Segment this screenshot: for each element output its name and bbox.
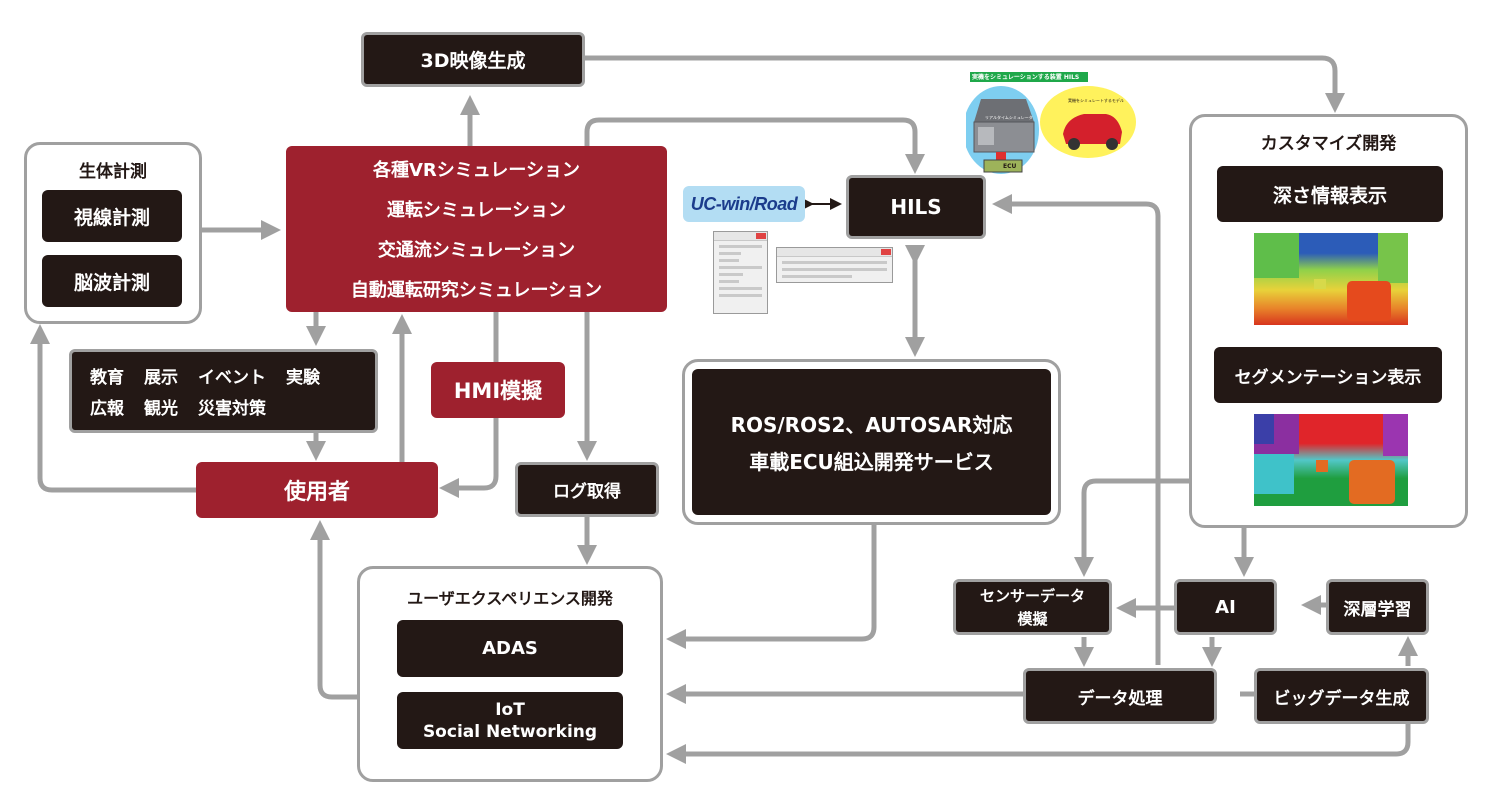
app-disaster: 災害対策: [198, 399, 266, 419]
arrow-custom-to-sensor: [1074, 478, 1189, 577]
arrow-ecu-to-ux: [666, 525, 877, 649]
arrow-dp-to-hils: [992, 194, 1161, 665]
node-deep-learning[interactable]: 深層学習: [1326, 579, 1429, 635]
arrow-3d-to-custom: [585, 55, 1345, 113]
segmentation-image: [1254, 414, 1408, 506]
node-hils-label: HILS: [890, 195, 942, 219]
arrow-bd-to-ux: [666, 723, 1411, 764]
ecu-line-2: 車載ECU組込開発サービス: [749, 450, 994, 474]
app-tourism: 観光: [144, 399, 178, 419]
ecu-line-1: ROS/ROS2、AUTOSAR対応: [730, 413, 1013, 437]
node-iot[interactable]: IoT Social Networking: [397, 692, 623, 749]
arrow-hmi-to-user: [439, 312, 499, 498]
node-hmi[interactable]: HMI模擬: [431, 362, 565, 418]
uc-win-road-logo-text: UC-win/Road: [690, 193, 798, 214]
node-log-label: ログ取得: [553, 482, 621, 502]
hils-banner: [970, 72, 1088, 82]
settings-dialog-screenshot: [713, 231, 768, 314]
simulator-top: [974, 99, 1034, 122]
node-log[interactable]: ログ取得: [515, 462, 659, 517]
node-3d-video[interactable]: 3D映像生成: [361, 32, 585, 87]
hils-illustration: [966, 72, 1136, 174]
arrow-ux-to-user: [310, 520, 357, 700]
depth-image: [1254, 233, 1408, 325]
node-ai[interactable]: AI: [1174, 579, 1277, 635]
vr-line-1: 各種VRシミュレーション: [372, 160, 581, 181]
red-double-arrow-icon: [996, 152, 1006, 160]
arrow-vr-to-hils: [584, 117, 925, 174]
node-gaze-measurement-label: 視線計測: [73, 206, 150, 229]
node-adas-label: ADAS: [482, 638, 538, 659]
simulator-label: リアルタイムシミュレータ: [985, 115, 1033, 120]
node-hmi-label: HMI模擬: [453, 379, 543, 403]
node-depth-label: 深さ情報表示: [1272, 184, 1387, 207]
sensor-line-2: 模擬: [1017, 610, 1048, 628]
node-sensor-data[interactable]: センサーデータ 模擬: [953, 579, 1112, 635]
node-hils[interactable]: HILS: [846, 175, 986, 239]
node-user-label: 使用者: [283, 480, 350, 505]
node-segmentation-label: セグメンテーション表示: [1234, 367, 1422, 388]
app-experiment: 実験: [286, 368, 320, 388]
node-depth-display[interactable]: 深さ情報表示: [1217, 166, 1443, 222]
node-brainwave-measurement-label: 脳波計測: [73, 271, 150, 294]
group-custom-title: カスタマイズ開発: [1260, 134, 1397, 154]
communication-dialog-screenshot: [776, 247, 893, 283]
group-biometrics-title: 生体計測: [79, 162, 147, 182]
node-deep-learning-label: 深層学習: [1343, 599, 1412, 620]
model-label: 実機をシミュレートするモデル: [1068, 98, 1124, 103]
node-adas[interactable]: ADAS: [397, 620, 623, 677]
node-3d-video-label: 3D映像生成: [420, 50, 526, 72]
node-vr-simulation[interactable]: 各種VRシミュレーション 運転シミュレーション 交通流シミュレーション 自動運転…: [286, 146, 667, 312]
group-ux-title: ユーザエクスペリエンス開発: [407, 589, 613, 608]
node-segmentation-display[interactable]: セグメンテーション表示: [1214, 347, 1442, 403]
arrow-user-to-bio: [30, 324, 196, 493]
node-iot-label: IoT: [495, 699, 525, 720]
node-user[interactable]: 使用者: [196, 462, 438, 518]
app-event: イベント: [198, 368, 266, 388]
vr-line-4: 自動運転研究シミュレーション: [350, 280, 603, 301]
hils-banner-text: 実機をシミュレーションする装置 HILS: [972, 74, 1080, 81]
node-social-label: Social Networking: [422, 721, 598, 742]
node-gaze-measurement[interactable]: 視線計測: [42, 190, 182, 242]
car-icon: [1063, 114, 1122, 144]
app-education: 教育: [90, 368, 124, 388]
node-data-processing[interactable]: データ処理: [1023, 668, 1217, 724]
ecu-label: ECU: [1003, 163, 1017, 170]
node-ecu-service[interactable]: ROS/ROS2、AUTOSAR対応 車載ECU組込開発サービス: [692, 369, 1051, 515]
vr-line-3: 交通流シミュレーション: [377, 240, 576, 261]
uc-win-road-logo: UC-win/Road: [683, 186, 805, 222]
sensor-line-1: センサーデータ: [979, 587, 1085, 605]
node-ai-label: AI: [1215, 596, 1236, 618]
node-data-processing-label: データ処理: [1077, 688, 1163, 709]
node-applications[interactable]: 教育 展示 イベント 実験 広報 観光 災害対策: [69, 349, 378, 433]
ecu-board: [983, 159, 1023, 173]
app-pr: 広報: [90, 399, 124, 419]
node-big-data-label: ビッグデータ生成: [1273, 688, 1410, 709]
vr-line-2: 運転シミュレーション: [386, 200, 567, 221]
node-big-data[interactable]: ビッグデータ生成: [1254, 668, 1429, 724]
node-brainwave-measurement[interactable]: 脳波計測: [42, 255, 182, 307]
app-exhibition: 展示: [144, 368, 178, 388]
